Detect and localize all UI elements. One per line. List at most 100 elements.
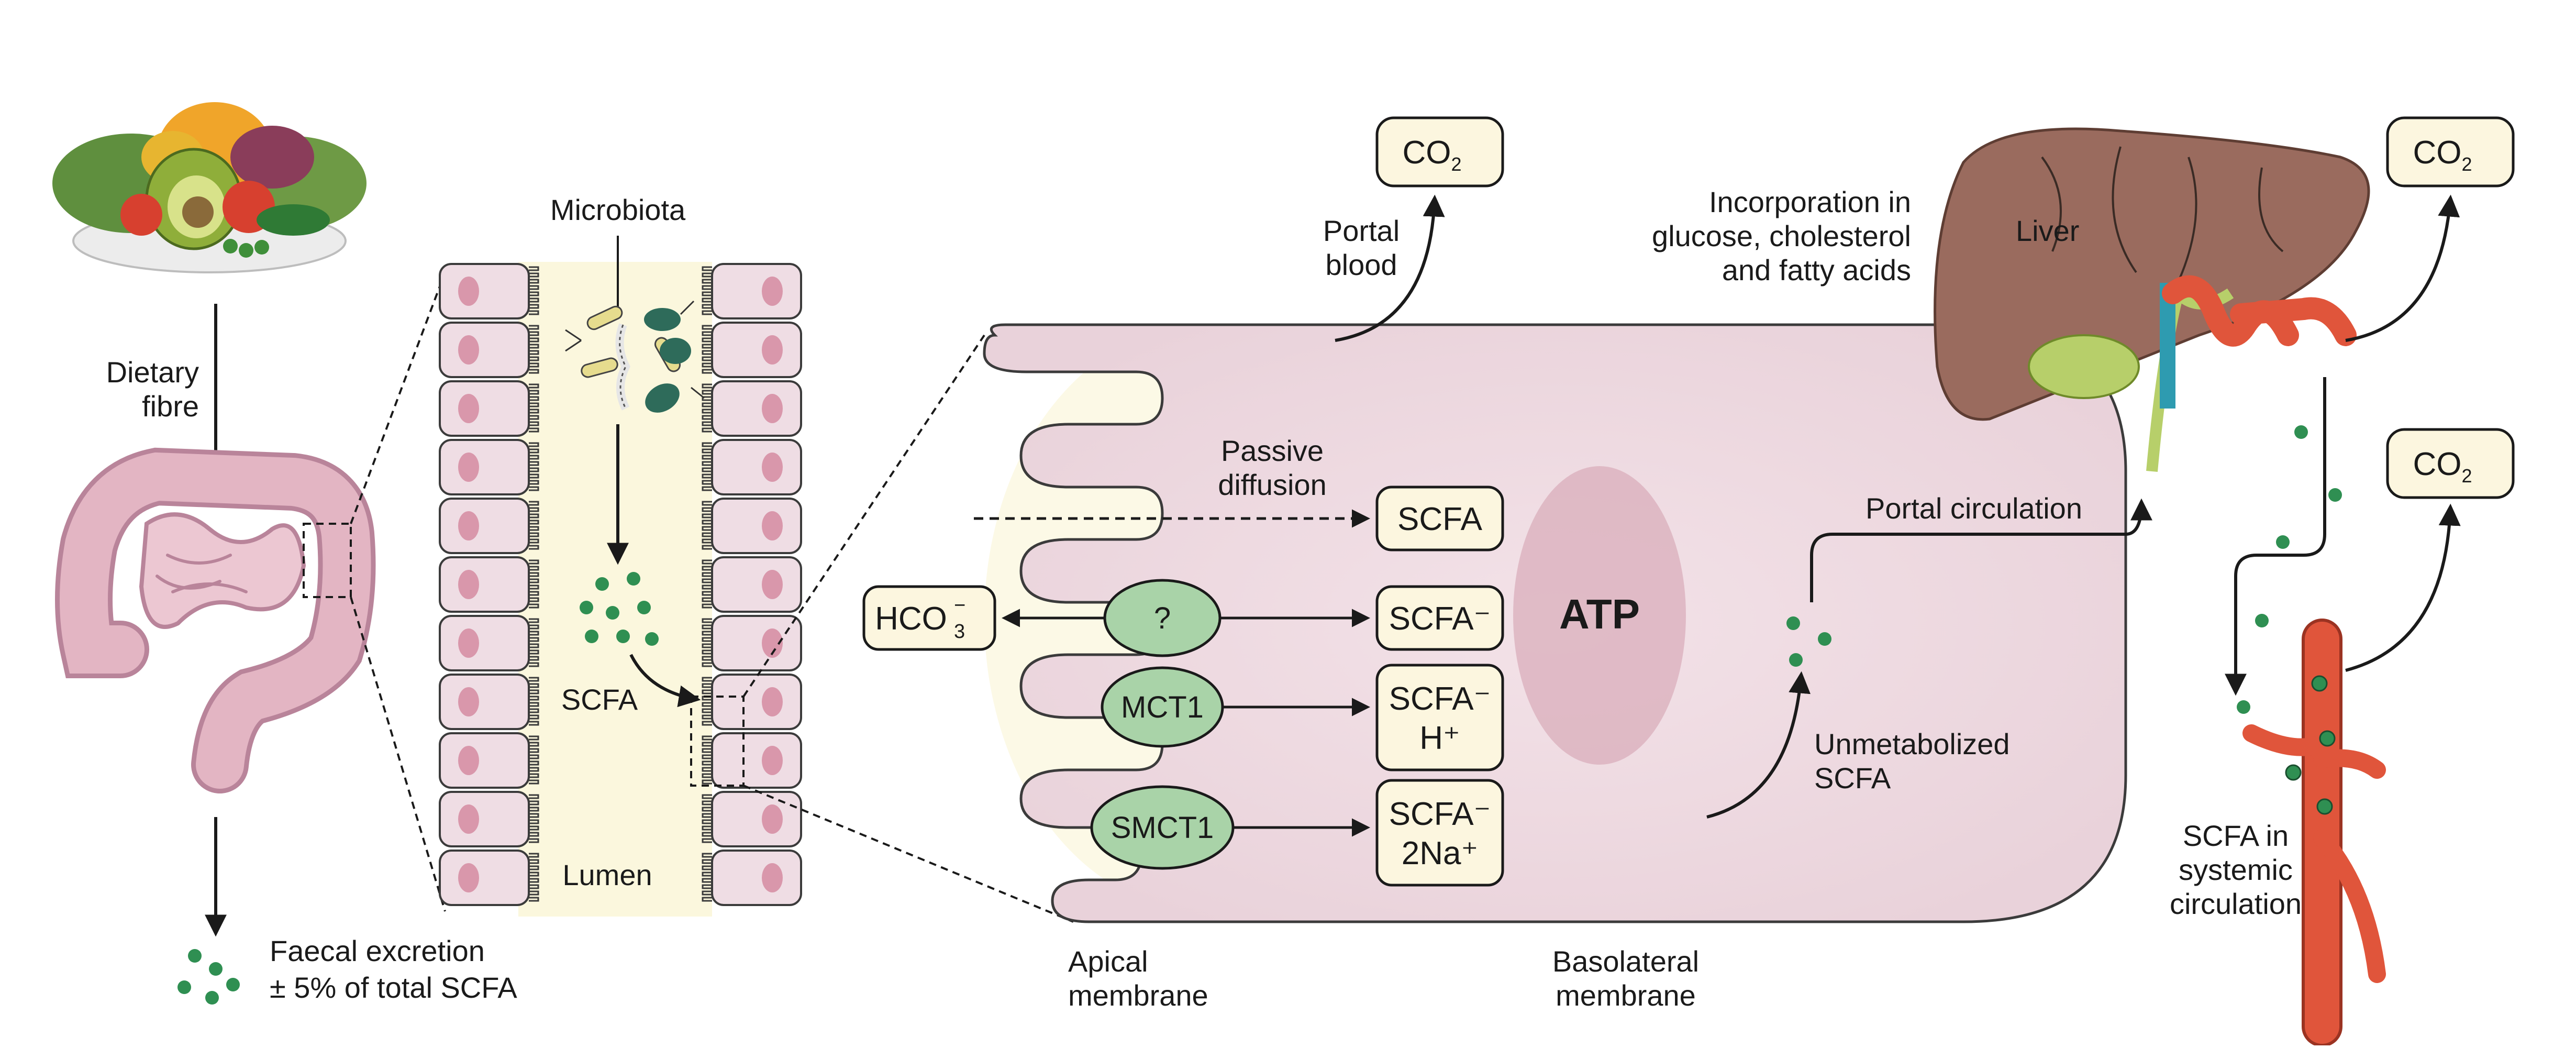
- microvilli: [529, 325, 539, 374]
- svg-text:SCFA⁻: SCFA⁻: [1389, 681, 1491, 717]
- microvilli: [702, 266, 712, 315]
- unmetabolized-scfa-dots: [1786, 616, 1831, 667]
- svg-text:HCO: HCO: [875, 601, 947, 637]
- unmetabolized-label-2: SCFA: [1814, 762, 1891, 795]
- arrow-to-co2-top: [1335, 194, 1445, 342]
- epithelial-cell: [711, 850, 802, 906]
- cell-nucleus: [458, 804, 479, 834]
- epithelial-cell: [439, 615, 530, 671]
- passive-diffusion-label-1: Passive: [1221, 434, 1324, 467]
- cell-nucleus: [458, 335, 479, 365]
- microbiota-bacteria: [565, 300, 705, 413]
- microvilli: [529, 501, 539, 550]
- passive-diffusion-label-2: diffusion: [1218, 468, 1327, 501]
- scfa-lumen-label: SCFA: [561, 683, 638, 716]
- portal-blood-label-2: blood: [1325, 248, 1397, 281]
- microvilli: [702, 853, 712, 902]
- microvilli: [529, 853, 539, 902]
- arrow-portal-circulation: [1810, 498, 2152, 602]
- epithelial-cell: [439, 439, 530, 495]
- microbiota-label: Microbiota: [550, 193, 686, 226]
- svg-text:3: 3: [954, 621, 965, 643]
- box-scfa-minus: SCFA⁻: [1375, 585, 1504, 651]
- cell-nucleus: [762, 277, 783, 306]
- apical-label-1: Apical: [1068, 945, 1148, 978]
- microvilli: [529, 794, 539, 843]
- arrow-unmetabolized: [1706, 671, 1811, 819]
- epithelial-cell: [711, 674, 802, 730]
- vessel-scfa-dots: [2285, 675, 2336, 815]
- basolateral-label-1: Basolateral: [1552, 945, 1699, 978]
- cell-nucleus: [762, 394, 783, 423]
- cell-nucleus: [458, 863, 479, 892]
- microvilli: [529, 618, 539, 667]
- lumen-label: Lumen: [562, 858, 652, 891]
- epithelial-cell: [439, 380, 530, 437]
- microvilli: [529, 383, 539, 433]
- epithelial-cell: [711, 380, 802, 437]
- epithelial-cell: [439, 732, 530, 789]
- cell-nucleus: [762, 335, 783, 365]
- microvilli: [702, 618, 712, 667]
- transporter-mct1: MCT1: [1101, 666, 1224, 748]
- cell-nucleus: [762, 511, 783, 540]
- svg-text:SCFA⁻: SCFA⁻: [1389, 601, 1491, 637]
- svg-text:CO2: CO2: [1402, 135, 1461, 175]
- box-co2-liver: CO2: [2386, 116, 2515, 187]
- cell-nucleus: [762, 453, 783, 482]
- microvilli: [702, 735, 712, 785]
- box-scfa-na: SCFA⁻ 2Na⁺: [1375, 779, 1504, 887]
- microvilli: [702, 794, 712, 843]
- microvilli: [702, 559, 712, 609]
- epithelial-cell: [711, 615, 802, 671]
- arrow-scfa-to-cell: [629, 654, 701, 708]
- epithelial-cell: [711, 556, 802, 613]
- food-plate-illustration: [52, 102, 367, 273]
- epithelial-cell: [439, 498, 530, 554]
- microvilli: [702, 442, 712, 491]
- svg-text:SMCT1: SMCT1: [1111, 811, 1214, 845]
- svg-text:?: ?: [1154, 601, 1171, 635]
- microvilli: [702, 325, 712, 374]
- epithelial-cell: [439, 322, 530, 378]
- cell-nucleus: [458, 628, 479, 658]
- microvilli: [529, 559, 539, 609]
- arrow-liver-to-co2: [2345, 194, 2460, 342]
- svg-text:−: −: [954, 594, 965, 616]
- epithelial-cell: [711, 732, 802, 789]
- microvilli: [702, 501, 712, 550]
- svg-text:SCFA⁻: SCFA⁻: [1389, 796, 1491, 832]
- box-hco3: HCO − 3: [862, 585, 996, 651]
- atp-label: ATP: [1559, 591, 1640, 637]
- dietary-fibre-label-1: Dietary: [106, 356, 199, 389]
- liver-illustration: [1934, 127, 2370, 472]
- systemic-label-1: SCFA in: [2183, 819, 2289, 852]
- basolateral-label-2: membrane: [1556, 979, 1696, 1012]
- colon-illustration: [55, 447, 376, 793]
- cell-nucleus: [458, 511, 479, 540]
- liver-label: Liver: [2016, 214, 2079, 247]
- cell-nucleus: [762, 628, 783, 658]
- cell-nucleus: [762, 570, 783, 599]
- portal-blood-label-1: Portal: [1323, 214, 1400, 247]
- cell-nucleus: [458, 277, 479, 306]
- epithelial-cell: [439, 556, 530, 613]
- box-co2-systemic: CO2: [2386, 428, 2515, 499]
- svg-text:MCT1: MCT1: [1121, 690, 1204, 724]
- incorporation-label-3: and fatty acids: [1722, 253, 1911, 286]
- incorporation-label-1: Incorporation in: [1709, 185, 1911, 218]
- faecal-label-1: Faecal excretion: [270, 934, 485, 967]
- faecal-label-2: ± 5% of total SCFA: [270, 971, 517, 1004]
- arrow-liver-to-systemic: [2225, 377, 2326, 696]
- microvilli: [529, 442, 539, 491]
- systemic-vessel-illustration: [2242, 619, 2386, 1047]
- zoom-lines-colon: [303, 272, 446, 912]
- epithelial-cell: [711, 439, 802, 495]
- svg-text:CO2: CO2: [2413, 446, 2472, 487]
- lumen-scfa-dots: [580, 572, 659, 646]
- cell-nucleus: [458, 394, 479, 423]
- transporter-smct1: SMCT1: [1090, 785, 1235, 870]
- enterocyte-cell: [983, 323, 2127, 923]
- microvilli: [529, 735, 539, 785]
